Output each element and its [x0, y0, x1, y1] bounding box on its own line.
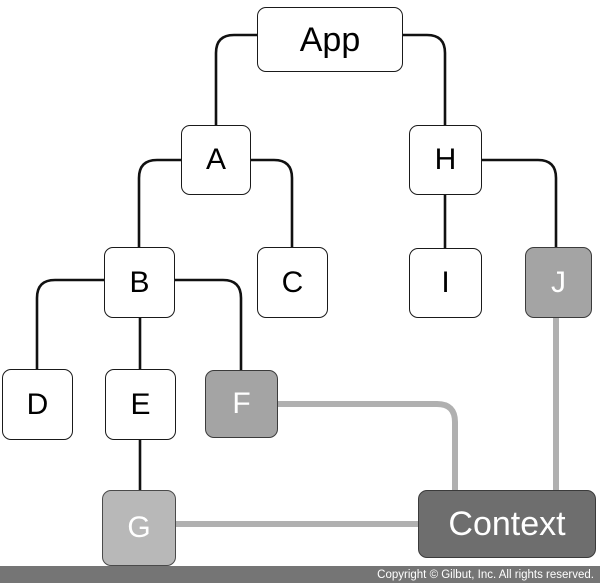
- node-b[interactable]: B: [104, 247, 175, 318]
- node-d-label: D: [26, 387, 49, 421]
- node-context-label: Context: [448, 505, 566, 543]
- node-a[interactable]: A: [181, 125, 251, 195]
- node-app-label: App: [299, 20, 361, 59]
- node-j[interactable]: J: [525, 247, 592, 318]
- copyright-footer: Copyright © Gilbut, Inc. All rights rese…: [0, 566, 600, 583]
- node-b-label: B: [129, 265, 150, 299]
- edge-b-f: [175, 278, 243, 370]
- node-c-label: C: [281, 265, 304, 299]
- edge-app-a: [214, 33, 257, 125]
- copyright-text: Copyright © Gilbut, Inc. All rights rese…: [377, 568, 594, 581]
- node-e[interactable]: E: [105, 369, 176, 440]
- node-app[interactable]: App: [257, 7, 403, 72]
- edge-a-c: [251, 158, 294, 247]
- node-j-label: J: [551, 265, 566, 299]
- node-g[interactable]: G: [102, 490, 176, 566]
- node-c[interactable]: C: [257, 247, 328, 318]
- node-d[interactable]: D: [2, 369, 73, 440]
- node-h-label: H: [434, 143, 457, 176]
- edge-b-d: [35, 278, 104, 369]
- edge-f-context: [278, 401, 458, 500]
- node-a-label: A: [205, 143, 226, 176]
- node-f[interactable]: F: [205, 370, 278, 438]
- edge-a-b: [137, 158, 181, 247]
- node-f-label: F: [232, 387, 251, 420]
- node-h[interactable]: H: [409, 125, 482, 195]
- edge-h-j: [482, 158, 558, 247]
- node-g-label: G: [127, 511, 151, 544]
- node-i[interactable]: I: [409, 248, 482, 318]
- edge-app-h: [403, 33, 447, 125]
- node-e-label: E: [130, 387, 151, 421]
- node-context[interactable]: Context: [418, 490, 596, 558]
- node-i-label: I: [441, 266, 450, 299]
